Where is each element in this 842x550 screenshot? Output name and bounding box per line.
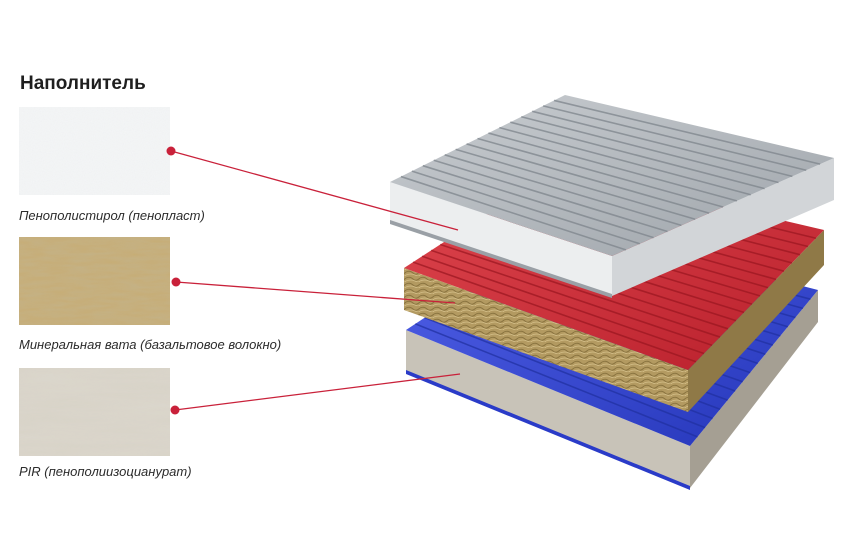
panel-rib — [421, 255, 705, 355]
panel-rib — [466, 143, 710, 214]
leader-lines — [166, 146, 461, 415]
panel-rib — [422, 164, 654, 239]
panel-rib — [477, 137, 724, 208]
leader-dot-mineral-wool — [171, 277, 181, 287]
filler-label-pir: PIR (пенополиизоцианурат) — [19, 464, 192, 479]
panel-rib — [521, 115, 779, 184]
panel-rib — [412, 261, 697, 363]
filler-heading: Наполнитель — [20, 73, 146, 94]
mineral-wool-swatch — [19, 237, 170, 325]
panel-rib — [411, 170, 640, 245]
panel-rib — [488, 132, 738, 202]
panel-rib — [415, 323, 698, 438]
panel-rib — [400, 175, 627, 251]
panel-rib — [455, 148, 696, 221]
panel-rib — [499, 126, 751, 196]
filler-label-foam: Пенополистирол (пенопласт) — [19, 208, 205, 223]
panel-rib — [531, 110, 793, 178]
panel-rib — [510, 121, 765, 190]
panel-rib — [444, 154, 682, 227]
panel-rib — [553, 99, 821, 165]
leader-dot-foam — [166, 146, 176, 156]
panel-rib — [430, 249, 713, 347]
filler-label-mineral-wool: Минеральная вата (базальтовое волокно) — [19, 337, 282, 352]
pir-swatch — [19, 368, 170, 456]
panel-rib — [424, 316, 706, 429]
panel-rib — [439, 243, 721, 338]
panel-rib — [433, 159, 668, 233]
leader-dot-pir — [170, 405, 180, 415]
foam-swatch — [19, 107, 170, 195]
panel-rib — [542, 105, 807, 172]
foam-panel — [390, 95, 834, 298]
